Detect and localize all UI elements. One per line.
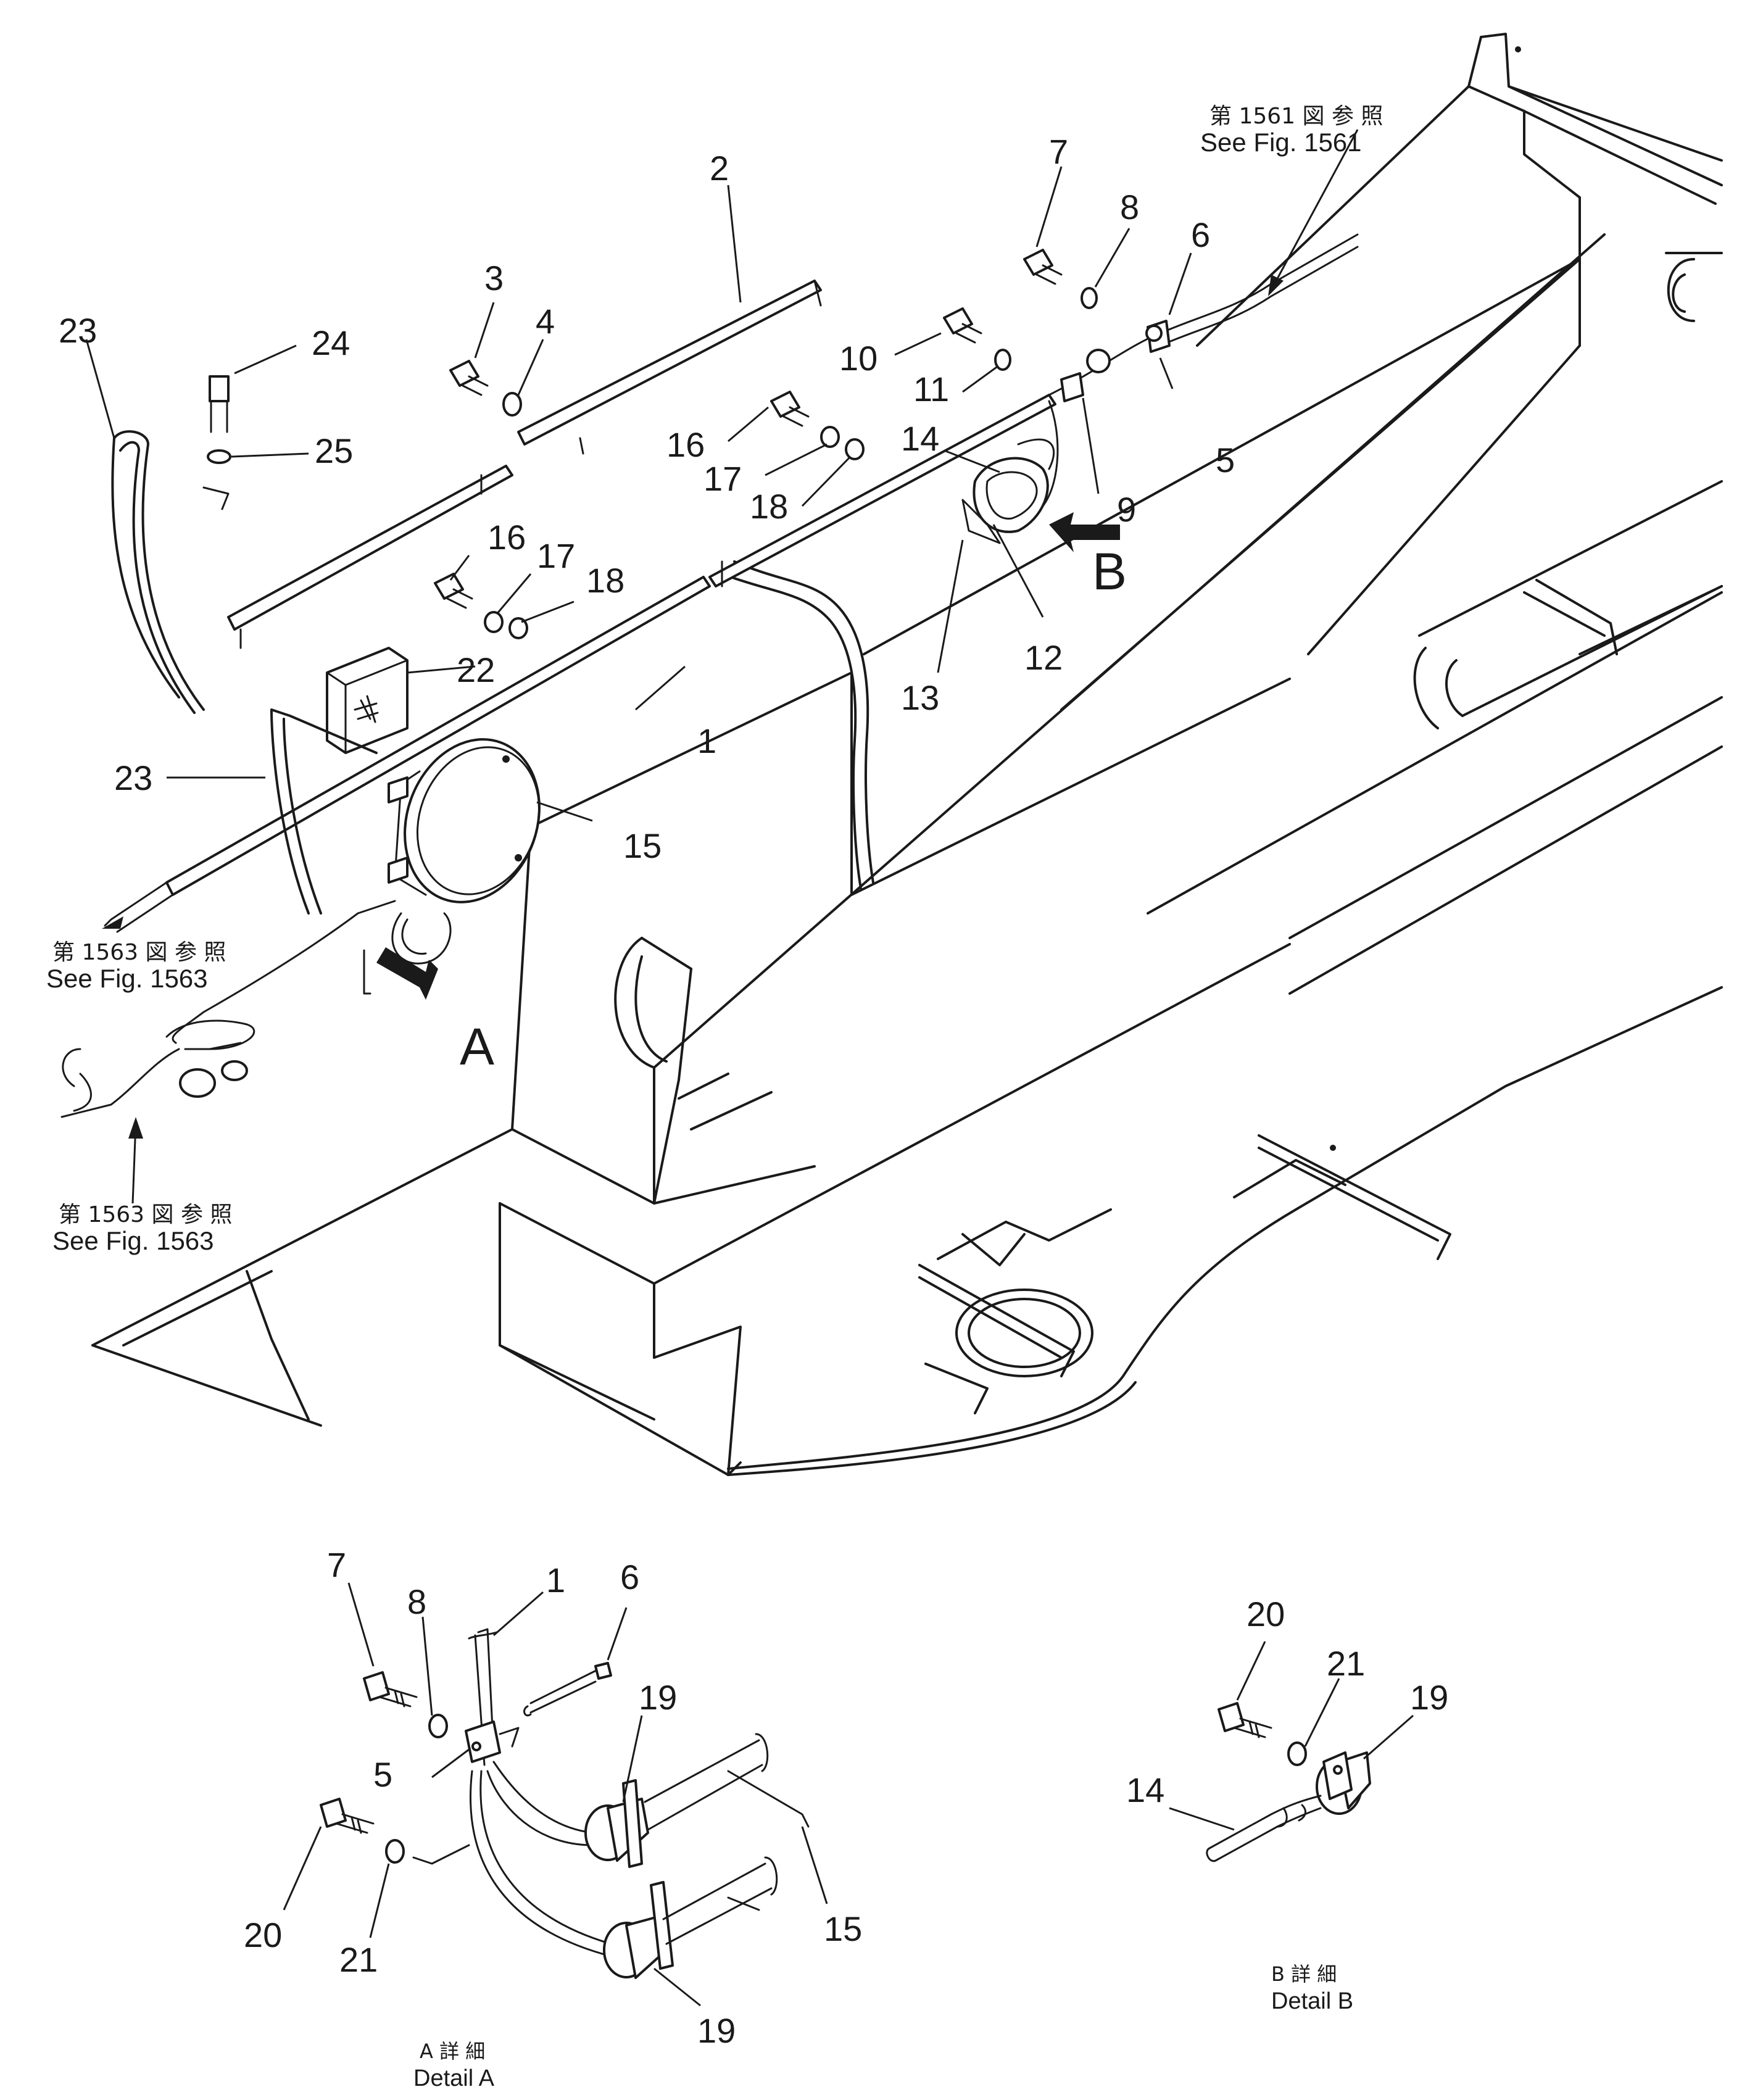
ref-1561-jp: 第 1561 図 参 照 <box>1209 104 1383 129</box>
hardware <box>434 249 1098 639</box>
detail-a-bracket-5 <box>465 1720 501 1763</box>
clamp-part-9 <box>1060 372 1084 402</box>
callout-12: 12 <box>1024 638 1063 677</box>
detail-a-callout-5: 5 <box>373 1755 392 1794</box>
handrail-part-23-upper <box>113 430 205 711</box>
detail-a-callout-15: 15 <box>824 1909 862 1948</box>
callout-25: 25 <box>315 431 353 470</box>
rail-part-2 <box>517 280 822 446</box>
view-arrow-a <box>376 947 438 1000</box>
callout-15: 15 <box>623 826 662 865</box>
detail-a-callout-19-upper: 19 <box>639 1678 677 1717</box>
ref-1561-en: See Fig. 1561 <box>1200 128 1362 157</box>
ref-1563-upper-jp: 第 1563 図 参 照 <box>52 940 226 965</box>
detail-b-callout-19: 19 <box>1410 1678 1448 1717</box>
detail-a-caption-en: Detail A <box>413 2065 495 2091</box>
detail-a-callout-6: 6 <box>620 1558 639 1596</box>
callout-4: 4 <box>536 302 555 341</box>
callout-16-upper: 16 <box>666 425 705 464</box>
connector-b <box>961 400 1059 544</box>
leader-lines <box>85 129 1359 1204</box>
callout-23-upper: 23 <box>59 311 97 350</box>
detail-a-callout-8: 8 <box>407 1582 426 1621</box>
detail-b-callout-14: 14 <box>1126 1770 1164 1809</box>
rail-part-1 <box>165 576 711 896</box>
handrail-part-23-lower <box>270 708 378 915</box>
detail-b-callout-20: 20 <box>1247 1595 1285 1633</box>
figure-references: 第 1561 図 参 照 See Fig. 1561 第 1563 図 参 照 … <box>46 104 1383 1255</box>
rail-lower <box>227 465 513 631</box>
detail-a-caption-jp: A 詳 細 <box>420 2040 485 2063</box>
callout-3: 3 <box>484 259 504 297</box>
callout-14: 14 <box>901 419 939 458</box>
callout-16-lower: 16 <box>487 518 526 557</box>
callout-6: 6 <box>1191 215 1210 254</box>
callout-23-lower: 23 <box>114 758 152 797</box>
ref-1563-upper-en: See Fig. 1563 <box>46 964 208 993</box>
view-label-a: A <box>460 1018 494 1076</box>
ref-1563-lower-jp: 第 1563 図 参 照 <box>59 1202 232 1227</box>
callout-22: 22 <box>457 650 495 689</box>
lamp-part-15 <box>357 738 541 965</box>
callout-13: 13 <box>901 678 939 717</box>
callout-10: 10 <box>839 339 877 378</box>
callout-7: 7 <box>1049 132 1068 171</box>
main-callouts: 2 3 4 5 6 7 8 9 10 11 12 13 14 15 16 17 … <box>59 132 1235 1076</box>
detail-b-caption-jp: B 詳 細 <box>1271 1962 1337 1986</box>
bolt-part-24 <box>209 375 230 402</box>
detail-a-callout-19-lower: 19 <box>697 2011 736 2050</box>
callout-5: 5 <box>1216 441 1235 479</box>
detail-a-callout-1: 1 <box>546 1561 565 1600</box>
callout-17-lower: 17 <box>537 536 575 575</box>
detail-a-callout-20: 20 <box>244 1915 282 1954</box>
callout-18-upper: 18 <box>750 487 788 526</box>
view-label-b: B <box>1092 542 1127 600</box>
detail-a-callout-7: 7 <box>327 1545 346 1584</box>
boom-structure <box>91 33 1723 1476</box>
callout-17-upper: 17 <box>703 459 742 498</box>
ref-1563-lower-en: See Fig. 1563 <box>52 1226 214 1255</box>
callout-8: 8 <box>1120 188 1139 226</box>
callout-2: 2 <box>710 149 729 188</box>
callout-1: 1 <box>697 721 716 760</box>
view-arrow-b <box>1049 512 1120 552</box>
detail-a-callout-21: 21 <box>339 1940 378 1979</box>
boom-parts <box>60 233 1359 1118</box>
detail-b-callout-21: 21 <box>1327 1644 1365 1683</box>
detail-b: 20 21 19 14 B 詳 細 Detail B <box>1126 1595 1448 2014</box>
box-part-22 <box>326 647 409 754</box>
detail-b-caption-en: Detail B <box>1271 1988 1353 2014</box>
callout-18-lower: 18 <box>586 561 624 600</box>
callout-11: 11 <box>913 370 949 409</box>
callout-24: 24 <box>312 323 350 362</box>
detail-a: 7 8 1 6 5 19 20 21 15 19 A 詳 細 Detail A <box>244 1545 862 2091</box>
callout-9: 9 <box>1117 490 1136 529</box>
